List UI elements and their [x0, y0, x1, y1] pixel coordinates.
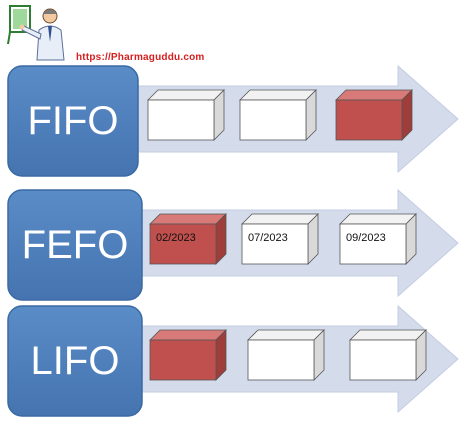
stock-box: 02/2023 — [149, 213, 227, 265]
expiry-date-label: 07/2023 — [248, 232, 288, 244]
row-fefo: FEFO 02/2023 07/2023 09/2023 — [7, 188, 459, 301]
method-label: FEFO — [22, 223, 129, 267]
label-box — [7, 65, 139, 177]
label-box — [7, 189, 143, 301]
row-fifo: FIFO — [7, 64, 459, 177]
label-box — [7, 305, 143, 417]
expiry-date-label: 09/2023 — [346, 232, 386, 244]
stock-box — [247, 329, 325, 381]
stock-box — [147, 89, 225, 141]
stock-box: 09/2023 — [339, 213, 417, 265]
stock-box — [149, 329, 227, 381]
stock-box — [349, 329, 427, 381]
method-label: FIFO — [27, 99, 118, 143]
expiry-date-label: 02/2023 — [156, 232, 196, 244]
stock-box — [335, 89, 413, 141]
site-url-text: https://Pharmaguddu.com — [76, 52, 205, 63]
pharmacist-logo-icon — [7, 5, 65, 61]
row-lifo: LIFO — [7, 304, 459, 417]
method-label: LIFO — [31, 339, 120, 383]
stock-box — [239, 89, 317, 141]
stock-box: 07/2023 — [241, 213, 319, 265]
